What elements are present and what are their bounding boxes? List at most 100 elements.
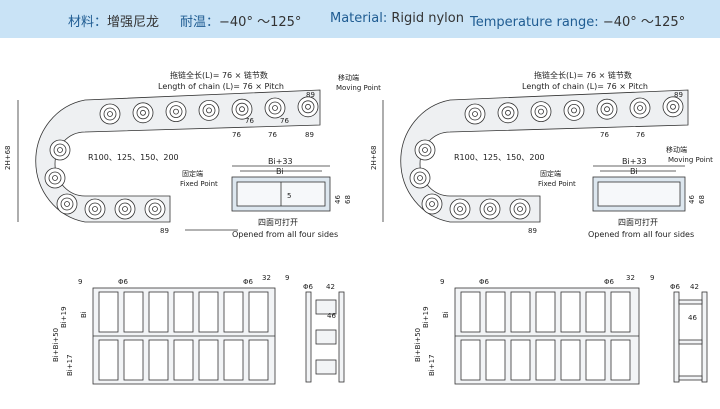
chain-link-roller (49, 139, 71, 161)
plan-link-bar (485, 291, 506, 333)
chain-link-roller (505, 109, 511, 116)
chain-link-roller (425, 197, 439, 211)
moving-cn-right: 移动端 (666, 145, 687, 154)
chain-link-roller (48, 171, 62, 185)
plan-left-bi17: Bi+17 (66, 354, 74, 376)
chain-link-roller (509, 198, 531, 220)
chain-link-roller (538, 108, 544, 115)
end-bottom-left: 89 (160, 227, 169, 235)
chain-link-roller (468, 107, 482, 121)
plan-link-bar (148, 339, 169, 381)
plan-link-bar (248, 291, 269, 333)
plan-left-9: 9 (78, 278, 82, 286)
pitch-d-left: 76 (280, 117, 289, 125)
plan-link-bar (223, 291, 244, 333)
opened-cn-left: 四面可打开 (258, 217, 298, 227)
link-left-46: 46 (327, 312, 336, 320)
chain-link-roller (88, 202, 102, 216)
chain-link-roller (483, 202, 497, 216)
fixed-cn-left: 固定端 (182, 169, 203, 178)
chain-link-roller (513, 202, 527, 216)
end-top-left: 89 (305, 131, 314, 139)
plan-link-bar (248, 339, 269, 381)
chain-link-roller (140, 109, 146, 116)
end-top2-left: 89 (306, 91, 315, 99)
opened-en-right: Opened from all four sides (588, 230, 694, 239)
chain-link-roller (421, 193, 443, 215)
chain-link-roller (305, 103, 311, 110)
plan-link-bar (585, 339, 606, 381)
chain-link-roller (422, 147, 428, 153)
chain-link-roller (148, 202, 162, 216)
temperature-cn: 耐温：−40° ～125° (180, 15, 302, 30)
chain-link-roller (92, 206, 98, 212)
link-left-42: 42 (326, 283, 335, 291)
plan-left-bi19: Bi+19 (60, 306, 68, 328)
link-right-46: 46 (688, 314, 697, 322)
chain-link-roller (169, 105, 183, 118)
chain-link-roller (604, 106, 610, 113)
chain-link-roller (165, 101, 187, 122)
temperature-en: Temperature range: −40° ～125° (470, 15, 686, 30)
chain-link-roller (487, 206, 493, 212)
plan-link-bar (460, 339, 481, 381)
plan-link-bar (98, 339, 119, 381)
chain-link-roller (206, 107, 212, 114)
chain-link-roller (239, 106, 245, 113)
chain-link-roller (497, 102, 519, 124)
length-cn-right: 拖链全长(L)= 76 × 链节数 (534, 70, 632, 80)
plan-left-bibi50: Bi+Bi+50 (52, 328, 60, 362)
plan-link-bar (610, 291, 631, 333)
chain-link-roller (414, 139, 436, 161)
section-right-h2: 68 (698, 195, 706, 204)
chain-link-roller (563, 100, 585, 121)
chain-link-roller (479, 198, 501, 220)
chain-link-roller (629, 97, 651, 119)
plan-link-bar (460, 291, 481, 333)
plan-link-bar (173, 339, 194, 381)
chain-link-roller (666, 100, 680, 114)
chain-link-roller (297, 96, 319, 118)
plan-link-bar (535, 339, 556, 381)
plan-link-bar (198, 291, 219, 333)
plan-link-bar (123, 291, 144, 333)
plan-right-bi19: Bi+19 (422, 306, 430, 328)
chain-link-roller (534, 105, 548, 118)
chain-link-roller (202, 104, 216, 117)
spec-header: 材料：增强尼龙 耐温：−40° ～125° Material: Rigid ny… (0, 0, 720, 38)
chain-link-roller (52, 175, 58, 181)
plan-link-bar (223, 339, 244, 381)
plan-link-bar (610, 339, 631, 381)
fixed-en-left: Fixed Point (180, 180, 218, 188)
chain-link-roller (670, 103, 676, 110)
chain-link-roller (84, 198, 106, 220)
chain-link-roller (301, 100, 315, 114)
plan-right-phi2: Φ6 (604, 278, 615, 286)
plan-view-left (92, 287, 276, 385)
height-left: 2H+68 (4, 146, 12, 171)
link-detail-left (305, 291, 345, 383)
chain-link-roller (144, 198, 166, 220)
plan-link-bar (585, 291, 606, 333)
plan-link-bar (485, 339, 506, 381)
plan-left-32: 32 (262, 274, 271, 282)
section-right-h1: 46 (688, 195, 696, 204)
pitch-a-left: 76 (232, 131, 241, 139)
length-en-left: Length of chain (L)= 76 × Pitch (158, 82, 284, 91)
chain-link-roller (198, 100, 220, 121)
plan-right-32: 32 (626, 274, 635, 282)
chain-link-roller (107, 111, 113, 117)
side-view-right (382, 89, 689, 223)
plan-right-bi: Bi (442, 311, 450, 318)
chain-link-roller (64, 201, 70, 207)
chain-link-roller (472, 111, 478, 117)
side-view-left (17, 89, 321, 231)
chain-link-roller (530, 101, 552, 122)
plan-left-phi2: Φ6 (243, 278, 254, 286)
chain-link-roller (122, 206, 128, 212)
section-left (231, 165, 331, 212)
chain-link-roller (662, 96, 684, 118)
moving-en-left: Moving Point (336, 84, 381, 92)
chain-link-roller (571, 107, 577, 114)
material-cn: 材料：增强尼龙 (68, 15, 160, 30)
